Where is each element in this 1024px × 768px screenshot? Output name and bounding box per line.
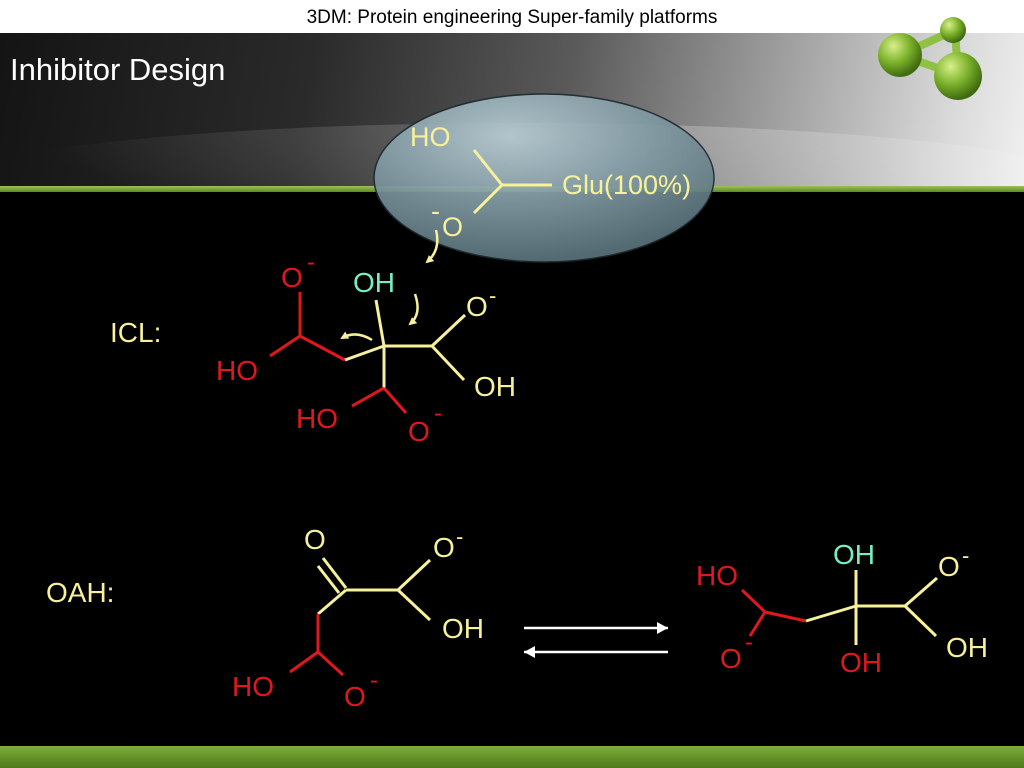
oah-bond <box>321 557 348 589</box>
icl-structure <box>269 292 467 414</box>
product-bond <box>903 604 938 638</box>
product-o-right: O <box>938 551 960 582</box>
top-bar: 3DM: Protein engineering Super-family pl… <box>0 0 1024 33</box>
top-bar-text: 3DM: Protein engineering Super-family pl… <box>306 7 718 28</box>
oah-o-right-charge: - <box>456 524 463 549</box>
product-oh-bottom: OH <box>840 647 882 678</box>
mechanism-arrow <box>408 293 419 326</box>
logo-ball <box>940 17 966 43</box>
icl-o-top-charge: - <box>307 249 315 276</box>
icl-o-right: O <box>466 291 488 322</box>
oah-o-keto: O <box>304 524 326 555</box>
product-o-right-charge: - <box>962 543 969 568</box>
forward-arrowhead <box>657 622 668 634</box>
icl-ho-bottom: HO <box>296 403 338 434</box>
icl-label: ICL: <box>110 317 161 348</box>
product-bond <box>904 576 938 608</box>
glu-residue-label: Glu(100%) <box>562 170 691 200</box>
oah-label: OAH: <box>46 577 114 608</box>
icl-ho-left: HO <box>216 355 258 386</box>
equilibrium-arrows <box>524 622 668 658</box>
icl-o-right-charge: - <box>489 283 496 308</box>
glu-highlight-ellipse <box>373 93 715 263</box>
oah-o-bottom-charge: - <box>370 667 378 694</box>
icl-bond <box>374 299 386 347</box>
product-o-bottom: O <box>720 643 742 674</box>
glu-ho-label: HO <box>410 122 451 152</box>
oah-ho-bottom: HO <box>232 671 274 702</box>
slide-title: Inhibitor Design <box>10 52 226 87</box>
glu-bond <box>472 183 504 215</box>
glu-bond <box>472 149 504 186</box>
oah-structure <box>289 557 432 677</box>
oah-o-right: O <box>433 532 455 563</box>
oah-bond <box>317 588 347 616</box>
icl-bond <box>351 386 385 408</box>
oah-bond <box>316 565 341 594</box>
icl-o-bottom-charge: - <box>434 400 442 427</box>
logo-ball <box>934 52 982 100</box>
icl-bond <box>430 313 467 348</box>
oah-o-bottom: O <box>344 681 366 712</box>
molecule-logo-icon <box>878 17 982 100</box>
icl-bond <box>299 334 346 362</box>
icl-bond <box>269 334 301 358</box>
oah-bond <box>396 588 432 622</box>
glu-o-label: O <box>442 212 463 242</box>
icl-o-bottom: O <box>408 416 430 447</box>
mechanism-arrow <box>340 331 373 342</box>
mechanism-arrow <box>425 229 439 264</box>
product-bond <box>740 588 767 614</box>
icl-bond <box>382 387 408 414</box>
icl-oh-center: OH <box>353 267 395 298</box>
icl-oh-right: OH <box>474 371 516 402</box>
product-oh-right: OH <box>946 632 988 663</box>
icl-bond <box>344 344 385 362</box>
oah-bond <box>289 650 319 674</box>
product-structure <box>740 570 938 645</box>
oah-bond <box>316 650 345 677</box>
oah-oh-right: OH <box>442 613 484 644</box>
product-bond <box>805 604 857 623</box>
icl-o-top: O <box>281 262 303 293</box>
glu-structure <box>472 149 552 215</box>
glu-o-charge: - <box>431 196 440 226</box>
green-divider-bottom <box>0 746 1024 768</box>
product-bond <box>764 610 807 623</box>
logo-ball <box>878 33 922 77</box>
icl-bond <box>430 344 466 382</box>
reverse-arrowhead <box>524 646 535 658</box>
product-bond <box>748 611 767 637</box>
product-oh-top: OH <box>833 539 875 570</box>
product-o-bottom-charge: - <box>745 629 753 656</box>
product-ho-left: HO <box>696 560 738 591</box>
oah-bond <box>396 558 432 592</box>
